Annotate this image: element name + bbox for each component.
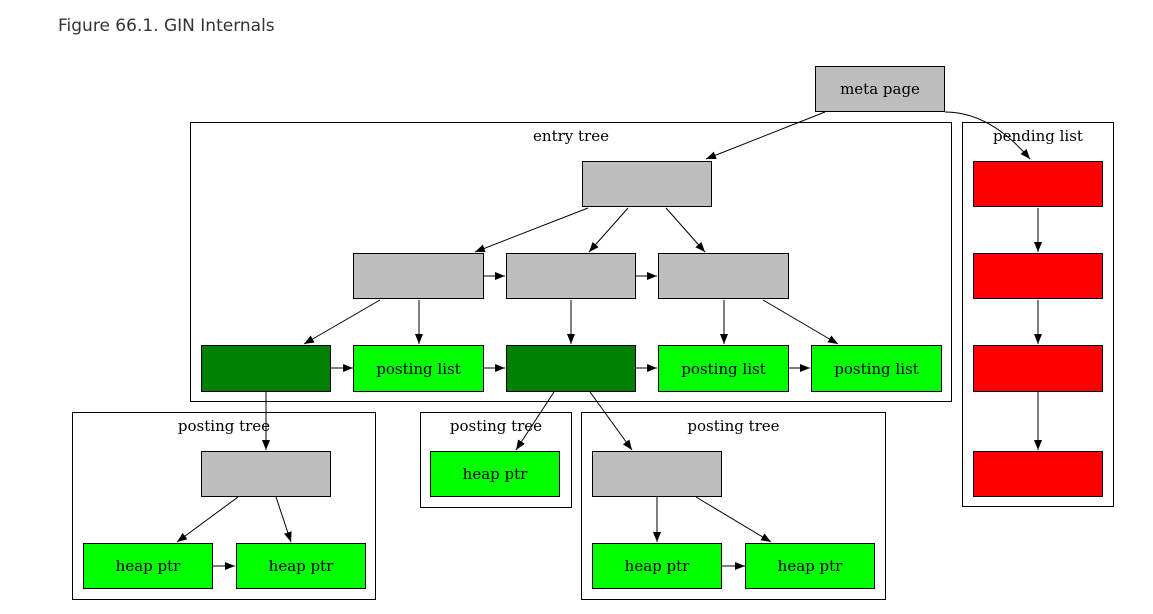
posting-tree-cluster-1: posting tree <box>72 412 376 600</box>
posting-tree-root-pointer <box>506 345 636 392</box>
edge-root-to-internal-3 <box>665 207 706 253</box>
pending-list-cluster: pending list <box>962 122 1114 507</box>
posting-tree-label: posting tree <box>449 417 543 435</box>
pending-list-page <box>973 345 1103 392</box>
entry-tree-internal-node <box>658 253 789 299</box>
meta-page-node: meta page <box>815 66 945 112</box>
entry-tree-label: entry tree <box>533 127 609 145</box>
edge-meta-to-pending <box>944 111 1031 160</box>
edge-internal-1-to-ptree <box>303 299 381 345</box>
entry-tree-root-node <box>582 161 712 207</box>
posting-tree-cluster-3: posting tree <box>581 412 886 600</box>
heap-ptr-node: heap ptr <box>236 543 366 589</box>
posting-tree-label: posting tree <box>177 417 271 435</box>
edge-proot-3-to-heap-2 <box>695 496 772 543</box>
edge-ptree-3-to-heapptr <box>515 391 555 451</box>
edge-ptree-3-to-root <box>589 391 633 451</box>
heap-ptr-node: heap ptr <box>83 543 213 589</box>
posting-tree-root-node <box>201 451 331 497</box>
heap-ptr-node: heap ptr <box>592 543 722 589</box>
heap-ptr-node: heap ptr <box>745 543 875 589</box>
entry-tree-cluster: entry tree <box>190 122 952 402</box>
posting-list-node: posting list <box>353 345 484 392</box>
edge-internal-3-to-plist-2 <box>762 299 839 345</box>
posting-tree-root-pointer <box>201 345 331 392</box>
edge-proot-1-to-heap-2 <box>275 496 292 543</box>
edge-meta-to-entry-root <box>705 111 826 160</box>
edge-root-to-internal-2 <box>588 207 629 253</box>
pending-list-page <box>973 451 1103 497</box>
pending-list-label: pending list <box>993 127 1083 145</box>
entry-tree-internal-node <box>353 253 484 299</box>
posting-list-node: posting list <box>811 345 942 392</box>
edge-proot-1-to-heap-1 <box>176 496 239 543</box>
pending-list-page <box>973 253 1103 299</box>
posting-list-node: posting list <box>658 345 789 392</box>
pending-list-page <box>973 161 1103 207</box>
posting-tree-cluster-2: posting tree <box>420 412 572 508</box>
posting-tree-root-node <box>592 451 722 497</box>
figure-caption: Figure 66.1. GIN Internals <box>58 16 275 36</box>
edge-root-to-internal-1 <box>474 207 589 253</box>
posting-tree-label: posting tree <box>687 417 780 435</box>
heap-ptr-node: heap ptr <box>430 451 560 497</box>
entry-tree-internal-node <box>506 253 636 299</box>
